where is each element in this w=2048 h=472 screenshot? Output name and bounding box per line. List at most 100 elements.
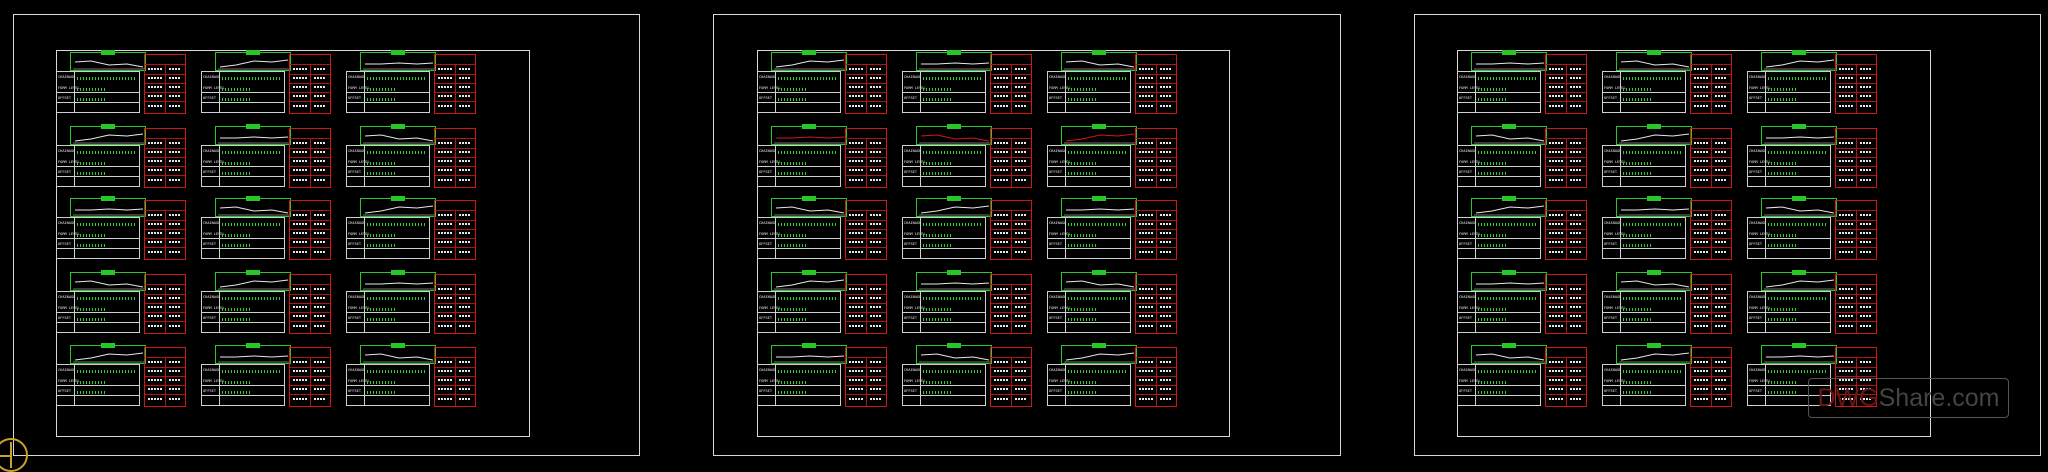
info-key [293, 142, 307, 144]
info-key [293, 179, 307, 181]
table-divider [1048, 238, 1130, 239]
info-key [148, 315, 162, 317]
table-divider [1475, 365, 1476, 405]
info-value [459, 151, 471, 153]
row-values [778, 391, 808, 394]
info-key [1839, 105, 1853, 107]
info-divider [1711, 138, 1712, 187]
section-profile-box [1616, 270, 1692, 291]
section-profile-box [1061, 343, 1137, 364]
info-value [459, 379, 471, 381]
table-divider [1458, 238, 1540, 239]
section-info-box [1135, 274, 1177, 334]
row-label: OFFSET [58, 316, 71, 320]
info-key [1839, 95, 1853, 97]
row-values [778, 88, 808, 91]
watermark-suffix: Share.com [1878, 384, 2000, 412]
info-key [1139, 306, 1153, 308]
info-key [1139, 388, 1153, 390]
row-values [1768, 318, 1798, 321]
section-profile-box [1061, 196, 1137, 217]
info-key [1839, 68, 1853, 70]
table-divider [347, 166, 429, 167]
info-key [1839, 297, 1853, 299]
info-value [1715, 223, 1727, 225]
profile-curve [1764, 355, 1836, 363]
info-key [849, 95, 863, 97]
info-key [438, 179, 452, 181]
row-values [778, 318, 808, 321]
row-values [1623, 88, 1653, 91]
row-label: FORM LEVEL [1749, 160, 1771, 164]
section-tag [246, 343, 260, 348]
info-value [1160, 388, 1172, 390]
info-value [1715, 142, 1727, 144]
info-value [1015, 142, 1027, 144]
table-divider [1603, 395, 1685, 396]
info-divider [1011, 357, 1012, 406]
info-key [148, 95, 162, 97]
info-value [1570, 288, 1582, 290]
profile-curve [774, 206, 846, 216]
info-divider [310, 210, 311, 259]
row-values [1478, 234, 1508, 237]
profile-curve [363, 62, 435, 70]
info-key [148, 388, 162, 390]
info-key [1549, 232, 1563, 234]
info-key [849, 315, 863, 317]
info-value [1570, 241, 1582, 243]
section-tag [1092, 196, 1106, 201]
row-values [1768, 172, 1798, 175]
info-value [1160, 160, 1172, 162]
row-values [923, 308, 953, 311]
info-key [1549, 379, 1563, 381]
section-info-box [144, 200, 186, 260]
table-divider [1048, 312, 1130, 313]
table-divider [74, 218, 75, 258]
row-values [77, 77, 135, 80]
info-value [1860, 68, 1872, 70]
info-value [1570, 77, 1582, 79]
row-label: CHAINAGE [1604, 295, 1622, 299]
section-tag [246, 124, 260, 129]
info-value [459, 388, 471, 390]
section-profile-box [360, 124, 436, 145]
info-key [1549, 297, 1563, 299]
info-divider [1566, 284, 1567, 333]
info-value [459, 325, 471, 327]
section-tag [101, 270, 115, 275]
section-info-box [1690, 347, 1732, 407]
info-value [1860, 379, 1872, 381]
table-divider [1048, 102, 1130, 103]
row-values [1068, 244, 1098, 247]
info-key [438, 86, 452, 88]
info-key [1139, 151, 1153, 153]
section-info-box [1835, 54, 1877, 114]
info-key [148, 151, 162, 153]
info-key [994, 77, 1008, 79]
section-info-box [144, 128, 186, 188]
info-value [870, 306, 882, 308]
info-key [849, 241, 863, 243]
info-key [1694, 77, 1708, 79]
section-info-box [845, 200, 887, 260]
info-value [1860, 169, 1872, 171]
row-values [367, 381, 397, 384]
row-label: FORM LEVEL [1749, 232, 1771, 236]
info-divider [1711, 284, 1712, 333]
profile-curve [1474, 282, 1546, 290]
row-label: OFFSET [348, 316, 361, 320]
table-divider [775, 365, 776, 405]
row-values [222, 223, 280, 226]
